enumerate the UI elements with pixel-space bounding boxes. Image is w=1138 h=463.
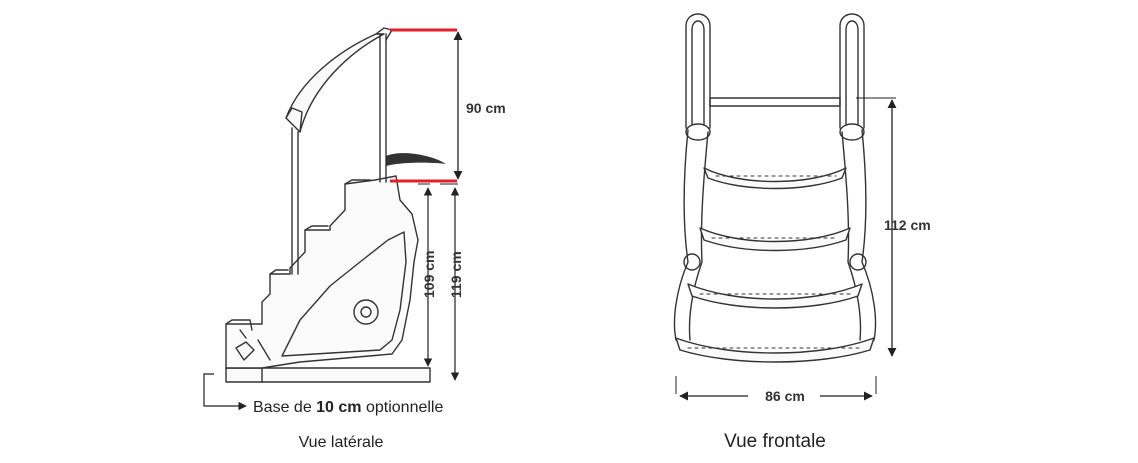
- front-right-rail: [841, 129, 877, 349]
- front-left-handle: [685, 13, 711, 129]
- side-hole-inner: [360, 306, 372, 318]
- front-step-1: [703, 167, 847, 190]
- side-hole-outer: [353, 299, 379, 325]
- side-vertical-rail: [379, 33, 387, 183]
- side-handrail-post: [291, 127, 299, 275]
- side-base-plate: [225, 367, 431, 383]
- front-step-3: [687, 283, 863, 309]
- base-note: Base de 10 cm optionnelle: [253, 399, 443, 416]
- dim-119-label: 119 cm: [448, 251, 464, 298]
- side-inner-panel: [281, 231, 407, 357]
- front-view-caption: Vue frontale: [724, 431, 826, 452]
- dim-109-label: 109 cm: [421, 251, 437, 298]
- dim-86-label: 86 cm: [765, 388, 805, 404]
- side-handrail-curve: [285, 33, 385, 133]
- front-right-handle: [839, 13, 865, 129]
- front-left-rail: [673, 129, 709, 349]
- side-view-caption: Vue latérale: [299, 434, 384, 451]
- dim-112-label: 112 cm: [884, 217, 931, 233]
- front-step-2: [699, 227, 851, 252]
- front-cross-bar: [709, 97, 841, 107]
- side-view-drawing: [225, 27, 446, 383]
- dim-90-label: 90 cm: [466, 100, 506, 116]
- base-note-leader: [203, 373, 247, 411]
- front-view-drawing: [673, 13, 877, 363]
- front-step-4: [675, 337, 875, 363]
- side-stair-body: [225, 175, 419, 369]
